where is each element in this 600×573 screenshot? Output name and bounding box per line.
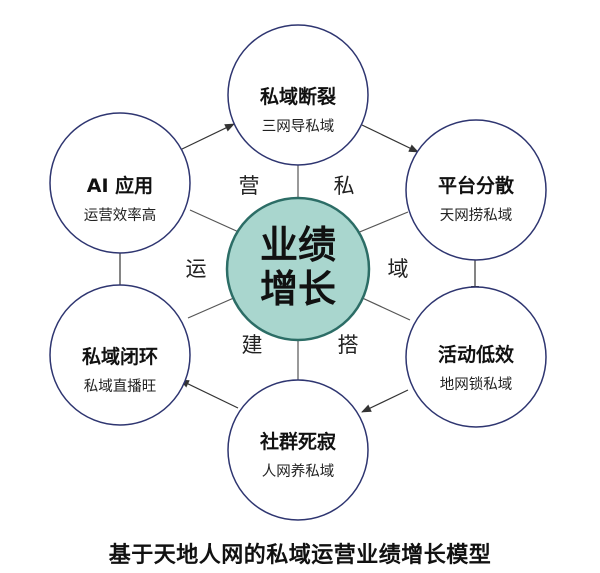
arrow-duanlie-to-fensan (361, 124, 419, 153)
node-subtitle: 天网捞私域 (440, 207, 513, 224)
segment-label: 搭 (338, 333, 359, 357)
node-title: 私域断裂 (260, 85, 336, 108)
center-circle (225, 196, 371, 342)
arrow-ai-to-duanlie (179, 123, 235, 151)
arrow-siji-to-bihuan (179, 379, 239, 409)
node-siyu-bihuan: 私域闭环 私域直播旺 (49, 284, 191, 426)
segment-label: 私 (334, 174, 355, 198)
node-circle (49, 112, 191, 254)
center-line-2: 增长 (260, 267, 336, 311)
node-subtitle: 运营效率高 (84, 207, 157, 224)
node-circle (227, 379, 369, 521)
node-ai-yingyong: AI 应用 运营效率高 (49, 112, 191, 254)
node-subtitle: 地网锁私域 (440, 376, 513, 393)
node-title: AI 应用 (87, 174, 153, 197)
center-line-1: 业绩 (260, 223, 336, 267)
cycle-arrows (116, 123, 479, 413)
node-subtitle: 三网导私域 (262, 118, 335, 135)
node-huodong-dixiao: 活动低效 地网锁私域 (405, 286, 547, 428)
segment-labels: 私 域 搭 建 运 营 (186, 174, 409, 357)
node-circle (49, 284, 191, 426)
node-siyu-duanlie: 私域断裂 三网导私域 (227, 24, 369, 166)
diagram-caption: 基于天地人网的私域运营业绩增长模型 (108, 543, 492, 568)
node-title: 私域闭环 (82, 345, 158, 368)
node-title: 社群死寂 (259, 430, 336, 453)
node-circle (227, 24, 369, 166)
node-title: 活动低效 (438, 343, 514, 366)
segment-label: 运 (186, 257, 207, 281)
segment-label: 建 (242, 333, 263, 357)
node-circle (405, 119, 547, 261)
node-subtitle: 私域直播旺 (84, 378, 157, 395)
node-pingtai-fensan: 平台分散 天网捞私域 (405, 119, 547, 261)
arrow-dixiao-to-sijì (361, 389, 409, 413)
center-node: 业绩 增长 (225, 196, 371, 342)
node-shequn-siji: 社群死寂 人网养私域 (227, 379, 369, 521)
node-title: 平台分散 (438, 174, 514, 197)
segment-label: 域 (388, 257, 409, 281)
segment-label: 营 (239, 174, 260, 198)
node-subtitle: 人网养私域 (262, 463, 335, 480)
node-circle (405, 286, 547, 428)
